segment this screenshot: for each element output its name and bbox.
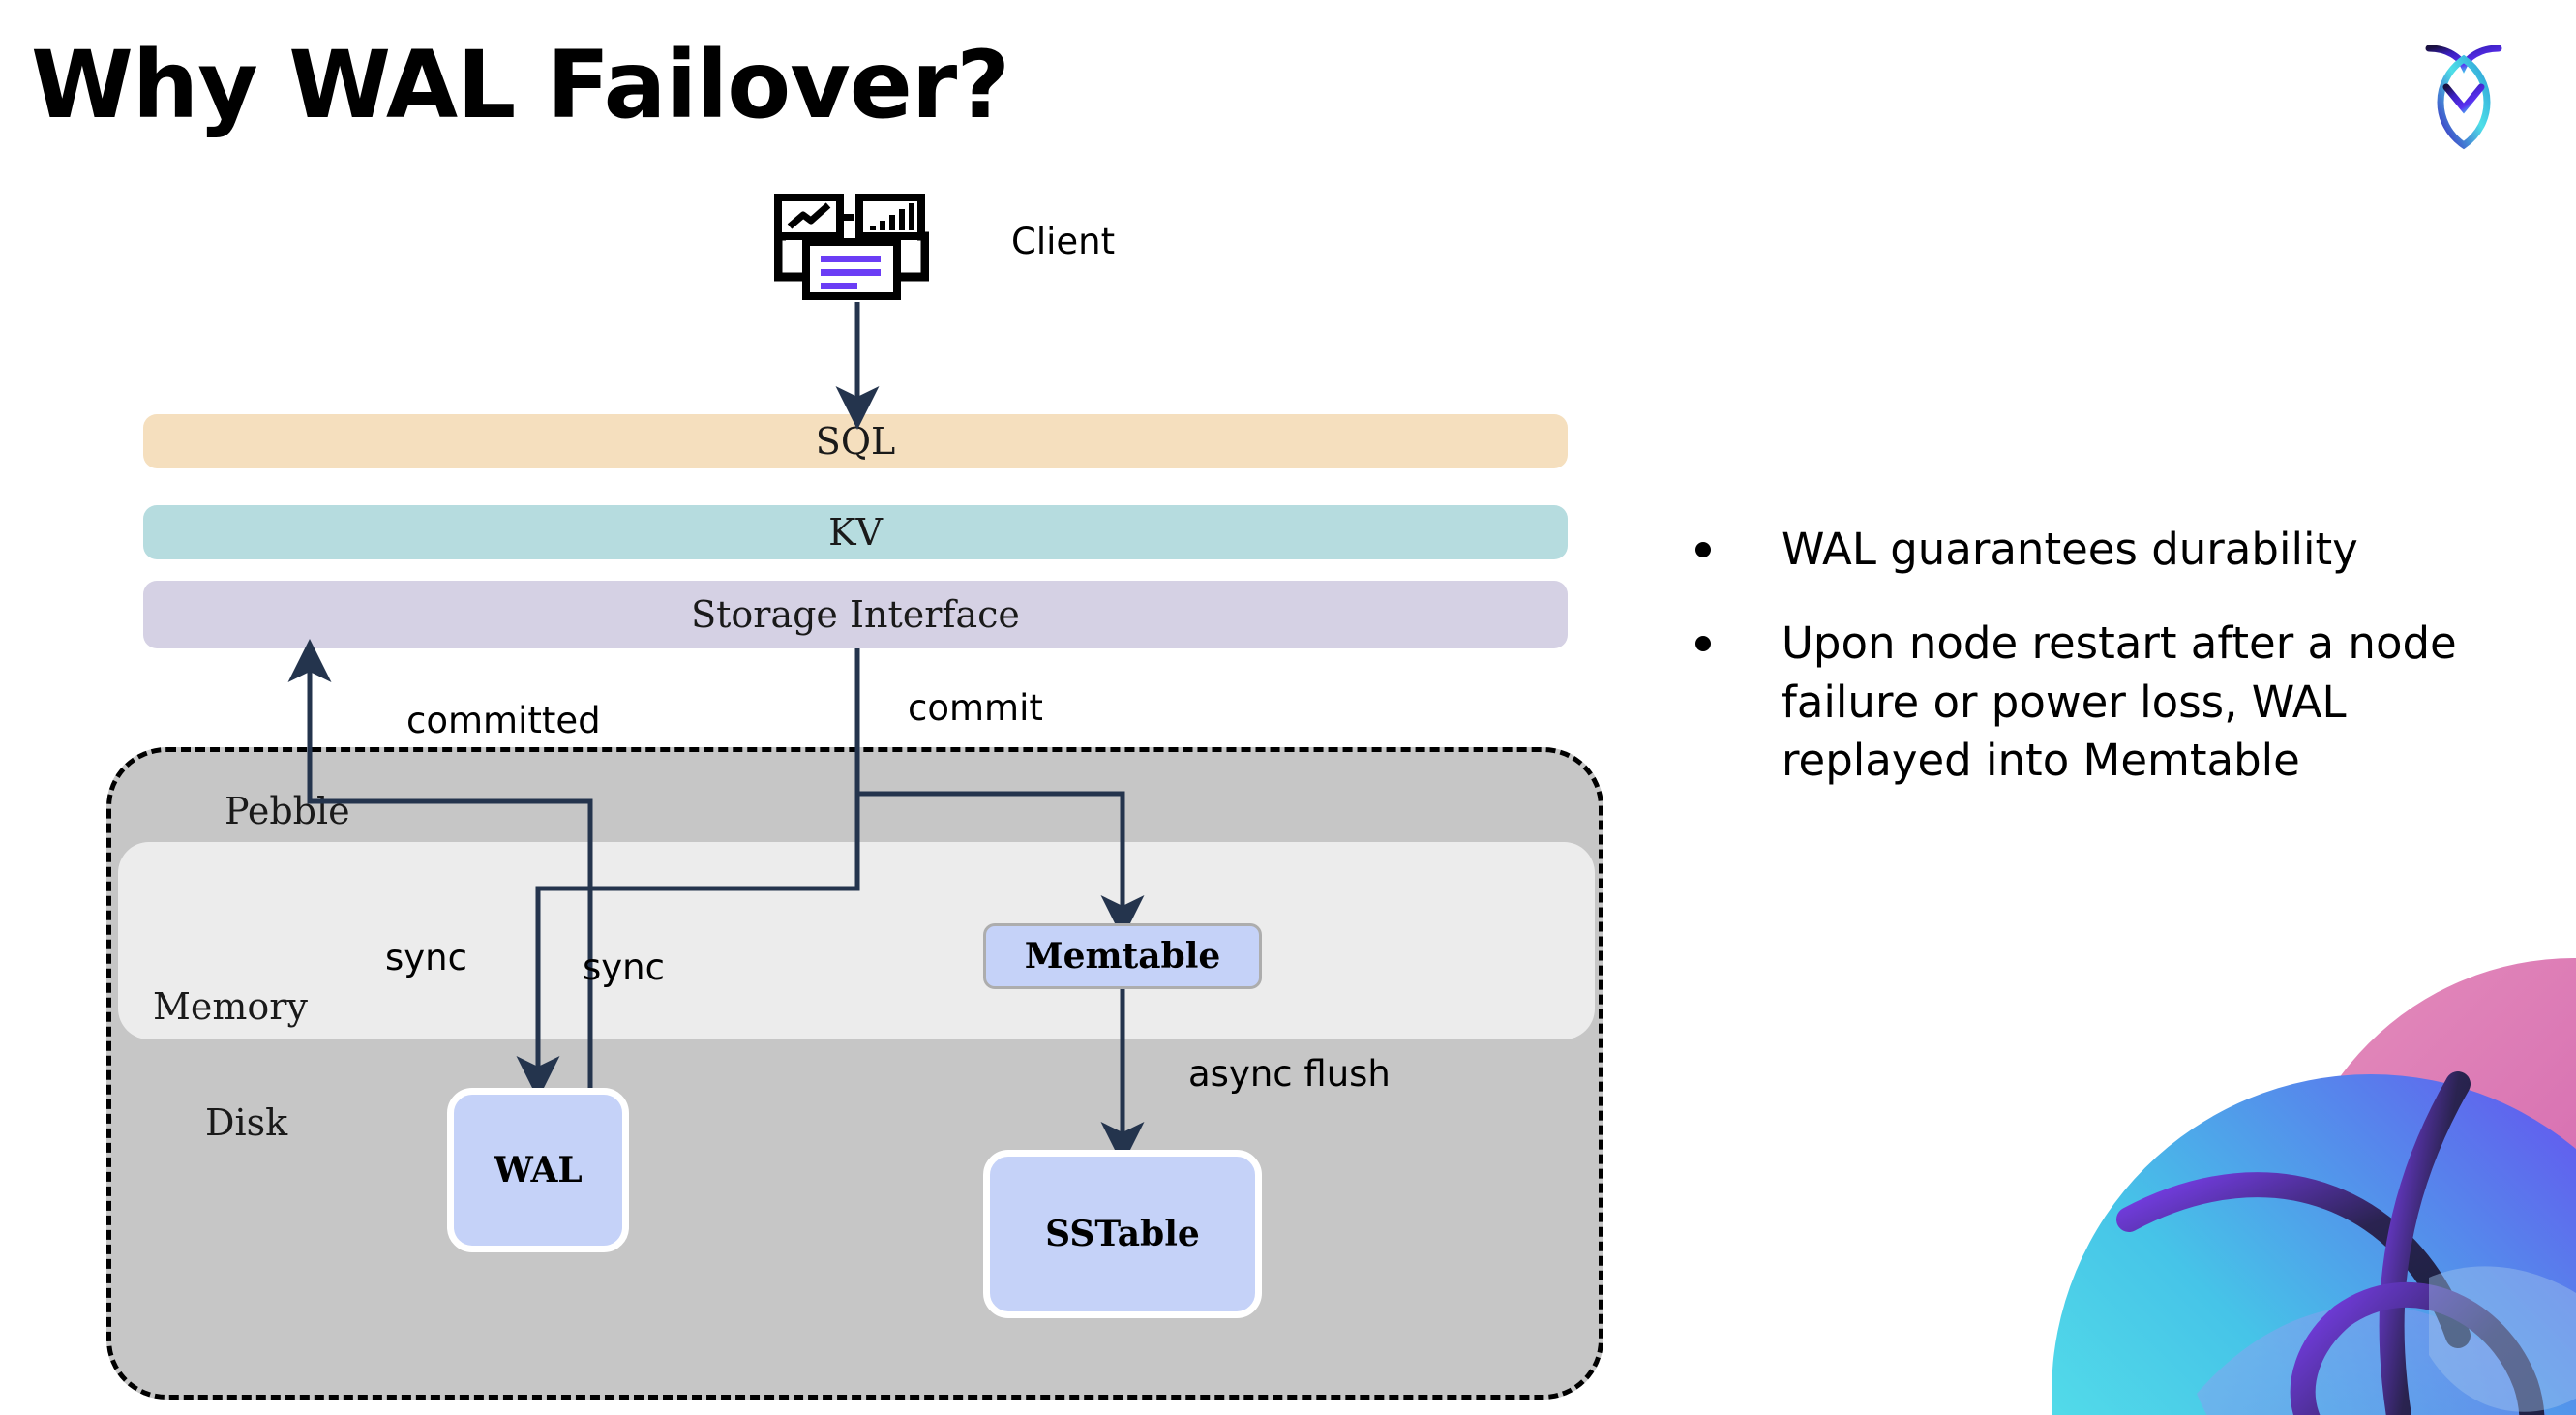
bullet-list: WAL guarantees durability Upon node rest… — [1695, 521, 2528, 826]
edge-label-sync-one: sync — [385, 937, 467, 978]
list-item: Upon node restart after a node failure o… — [1695, 615, 2528, 791]
node-sstable-label: SSTable — [1045, 1214, 1200, 1254]
node-memtable-label: Memtable — [1024, 936, 1221, 977]
list-item: WAL guarantees durability — [1695, 521, 2528, 580]
bullet-text: Upon node restart after a node failure o… — [1782, 617, 2457, 787]
memory-label: Memory — [153, 985, 308, 1028]
stack-layer-storage-interface-label: Storage Interface — [691, 593, 1020, 636]
stack-layer-kv-label: KV — [828, 511, 883, 554]
client-label: Client — [1011, 221, 1116, 262]
stack-layer-sql: SQL — [143, 414, 1568, 468]
pebble-label: Pebble — [225, 790, 350, 832]
edge-label-commit: commit — [908, 687, 1043, 729]
node-wal-label: WAL — [494, 1150, 583, 1190]
stack-layer-sql-label: SQL — [815, 420, 896, 463]
cockroachdb-watermark-icon — [1955, 929, 2576, 1415]
client-dashboard-icon — [773, 194, 930, 300]
bullet-dot-icon — [1695, 635, 1711, 651]
memory-region — [118, 842, 1595, 1039]
stack-layer-storage-interface: Storage Interface — [143, 581, 1568, 648]
page-title: Why WAL Failover? — [31, 31, 1010, 139]
stack-layer-kv: KV — [143, 505, 1568, 559]
edge-label-async-flush: async flush — [1188, 1053, 1391, 1095]
bullet-text: WAL guarantees durability — [1782, 524, 2358, 575]
disk-label: Disk — [205, 1101, 288, 1144]
bullet-dot-icon — [1695, 542, 1711, 557]
node-sstable: SSTable — [983, 1150, 1262, 1318]
edge-label-sync-two: sync — [583, 947, 665, 988]
node-wal: WAL — [447, 1088, 629, 1252]
node-memtable: Memtable — [983, 923, 1262, 989]
edge-label-committed: committed — [406, 700, 601, 741]
cockroachdb-logo-icon — [2406, 27, 2522, 153]
